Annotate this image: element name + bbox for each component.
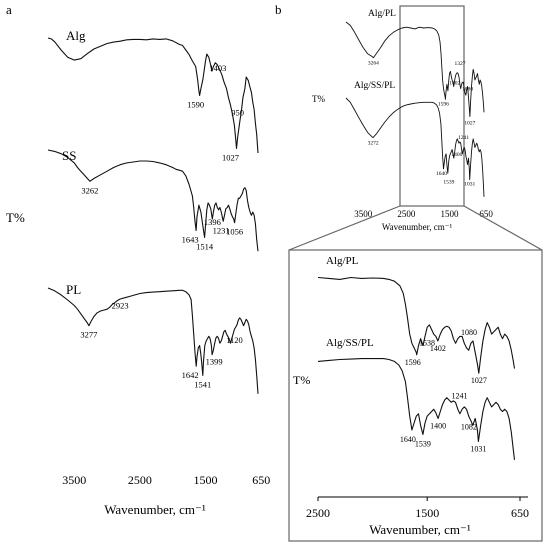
panel-b-inset-peak-label-alg-pl-1080: 1080 (462, 87, 473, 93)
zoom-peak-label-alg-ss-pl-1400: 1400 (430, 421, 446, 430)
panel-b-inset-peak-label-alg-pl-3264: 3264 (368, 61, 379, 67)
zoom-series-alg-ss-pl (317, 358, 516, 460)
zoom-peak-label-alg-ss-pl-1640: 1640 (400, 435, 416, 444)
panel-b-inset-peak-label-alg-pl-1027: 1027 (464, 121, 475, 127)
panel-b-letter: b (275, 2, 282, 17)
panel-a-xtick-2500: 2500 (128, 473, 152, 487)
zoom-peak-label-alg-ss-pl-1082: 1082 (461, 422, 477, 431)
panel-a-peak-label-ss-1231: 1231 (213, 225, 230, 235)
zoom-xtick-650: 650 (511, 506, 529, 520)
panel-b-inset-peak-label-alg-ss-pl-1400: 1400 (451, 152, 462, 158)
zoom-peak-label-alg-pl-1538: 1538 (419, 339, 435, 348)
panel-a-peak-label-pl-1120: 1120 (226, 335, 243, 345)
zoom-ylabel: T% (293, 373, 310, 387)
zoom-peak-label-alg-pl-1402: 1402 (430, 344, 446, 353)
zoom-highlight-box (399, 5, 465, 207)
panel-b-series-alg-pl (345, 21, 485, 118)
panel-b: b T% Alg/PL Alg/SS/PL 3264 1596 1402 1327 108… (275, 2, 543, 542)
zoom-peak-label-alg-pl-1027: 1027 (471, 376, 487, 385)
panel-a-series-label-alg: Alg (66, 28, 86, 43)
panel-a-ylabel: T% (6, 210, 25, 225)
panel-b-xtick-2500: 2500 (397, 209, 416, 219)
panel-a-peak-label-ss-3262: 3262 (81, 185, 98, 195)
panel-a-peak-label-alg-1590: 1590 (187, 100, 204, 110)
zoom-series-alg-pl (317, 276, 516, 374)
panel-a-series-ss (47, 149, 259, 252)
panel-a-xlabel: Wavenumber, cm⁻¹ (104, 502, 206, 517)
panel-a-curves (47, 37, 259, 394)
zoom-panel-frame (288, 249, 543, 542)
zoom-peak-label-alg-ss-pl-1539: 1539 (415, 440, 431, 449)
panel-b-xlabel: Wavenumber, cm⁻¹ (382, 222, 453, 232)
panel-b-series-labels: Alg/PL Alg/SS/PL (354, 9, 396, 91)
zoom-xticks: 2500 1500 650 (306, 497, 529, 520)
zoom-connector-right (463, 205, 543, 251)
panel-b-inset-peak-label-alg-ss-pl-3272: 3272 (368, 141, 379, 147)
panel-a-xtick-650: 650 (252, 473, 270, 487)
panel-b-series-alg-ss-pl (345, 97, 485, 197)
panel-a-xtick-1500: 1500 (194, 473, 218, 487)
panel-a-peak-label-ss-1643: 1643 (182, 235, 199, 245)
zoom-series-labels: Alg/PL Alg/SS/PL (326, 255, 374, 349)
panel-b-xtick-1500: 1500 (441, 209, 460, 219)
panel-b-inset-peak-label-alg-ss-pl-1241: 1241 (458, 135, 469, 141)
panel-a-peak-label-alg-1403: 1403 (209, 63, 226, 73)
zoom-curves (317, 276, 516, 460)
panel-b-inset-peak-label-alg-pl-1596: 1596 (438, 101, 449, 107)
zoom-peak-label-alg-pl-1596: 1596 (405, 358, 421, 367)
panel-b-inset-peak-label-alg-ss-pl-1640: 1640 (436, 171, 447, 177)
panel-b-series-label-alg-pl: Alg/PL (368, 9, 396, 19)
zoom-xtick-2500: 2500 (306, 506, 330, 520)
zoom-series-label-alg-pl: Alg/PL (326, 255, 359, 267)
panel-a-series-pl (47, 287, 259, 394)
zoom-xlabel: Wavenumber, cm⁻¹ (369, 522, 471, 537)
panel-a-peak-label-ss-1396: 1396 (204, 217, 221, 227)
panel-a-xticks: 3500 2500 1500 650 (62, 473, 270, 487)
panel-a-peak-label-pl-1642: 1642 (182, 370, 199, 380)
panel-a-series-alg (47, 37, 259, 154)
panel-a-peak-label-alg-950: 950 (231, 107, 244, 117)
panel-a-series-label-ss: SS (62, 148, 76, 163)
zoom-series-label-alg-ss-pl: Alg/SS/PL (326, 337, 374, 349)
panel-b-inset-peak-label-alg-ss-pl-1031: 1031 (464, 182, 475, 188)
panel-a-peak-label-ss-1056: 1056 (226, 227, 243, 237)
panel-a-peak-label-pl-1541: 1541 (194, 379, 211, 389)
panel-a-letter: a (6, 2, 12, 17)
panel-a-peak-label-pl-3277: 3277 (80, 330, 97, 340)
panel-a-peak-label-pl-1399: 1399 (206, 357, 223, 367)
panel-b-inset-peak-labels: 3264 1596 1402 1327 1080 1027 3272 1640 1539 1400… (368, 61, 476, 188)
panel-b-curves (345, 21, 485, 197)
zoom-peak-label-alg-pl-1080: 1080 (461, 328, 477, 337)
panel-b-series-label-alg-ss-pl: Alg/SS/PL (354, 81, 395, 91)
panel-a-peak-label-ss-1514: 1514 (196, 241, 214, 251)
panel-a-series-label-pl: PL (66, 282, 81, 297)
zoom-xtick-1500: 1500 (415, 506, 439, 520)
zoom-connector-left (288, 205, 401, 251)
panel-a-xtick-3500: 3500 (62, 473, 86, 487)
panel-b-xtick-3500: 3500 (354, 209, 373, 219)
panel-b-xtick-650: 650 (479, 209, 493, 219)
panel-b-inset-peak-label-alg-ss-pl-1539: 1539 (443, 179, 454, 185)
zoom-peak-label-alg-ss-pl-1031: 1031 (470, 444, 486, 453)
panel-b-inset-peak-label-alg-pl-1327: 1327 (454, 61, 465, 67)
panel-b-inset-peak-label-alg-pl-1402: 1402 (449, 81, 460, 87)
zoom-peak-label-alg-ss-pl-1241: 1241 (451, 391, 467, 400)
panel-a-peak-label-pl-2923: 2923 (112, 301, 129, 311)
panel-b-xticks: 3500 2500 1500 650 (354, 209, 493, 219)
panel-b-ylabel: T% (312, 94, 325, 104)
panel-a-peak-label-alg-1027: 1027 (222, 152, 239, 162)
